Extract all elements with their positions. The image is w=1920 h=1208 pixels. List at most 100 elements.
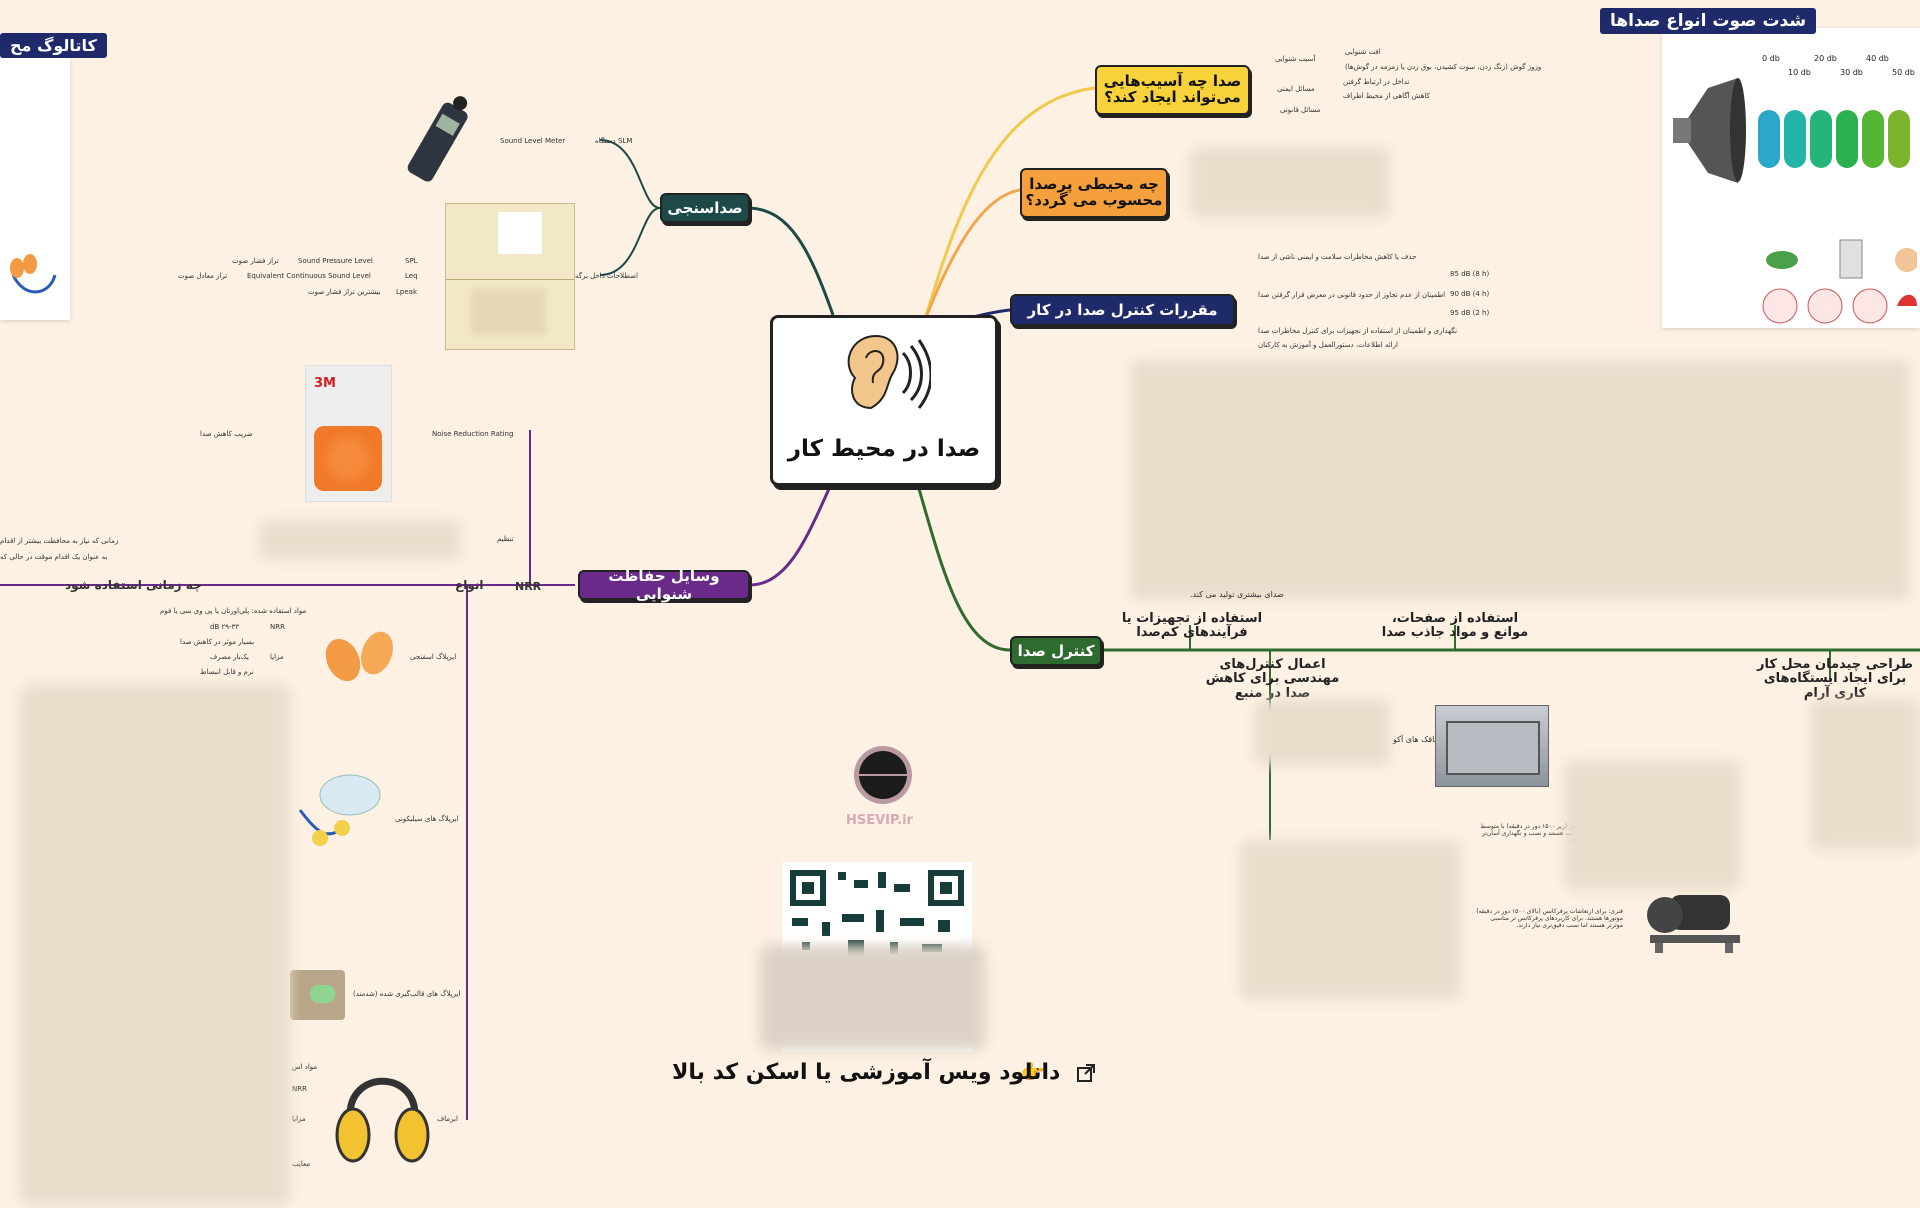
ppe-node[interactable]: وسایل حفاظت شنوایی xyxy=(578,567,750,603)
external-link-icon[interactable] xyxy=(1075,1062,1097,1084)
blurred-control-1 xyxy=(1255,700,1390,765)
download-text[interactable]: دانلود ویس آموزشی یا اسکن کد بالا xyxy=(672,1060,1061,1085)
regulations-node[interactable]: مقررات کنترل صدا در کار xyxy=(1010,294,1235,326)
earplug-package-image: 3M xyxy=(305,365,392,502)
intensity-icons xyxy=(1762,238,1919,283)
pointer-emoji: 👉 xyxy=(1020,1060,1045,1084)
control-node[interactable]: کنترل صدا xyxy=(1010,636,1102,666)
blurred-control-3 xyxy=(1565,760,1740,890)
ppe-nrr-label: NRR xyxy=(515,580,542,593)
ppe-adjust: تنظیم xyxy=(497,535,514,543)
earmuff-nrr: NRR xyxy=(292,1085,307,1093)
molded-label: ایرپلاگ های قالب‌گیری شده (شدمند) xyxy=(353,990,461,998)
meas-lpeak-fa: بیشترین تراز فشار صوت xyxy=(308,288,381,296)
control-quiet-equipment: استفاده از تجهیزات یا فرآیندهای کم‌صدا xyxy=(1121,611,1263,641)
control-layout: طراحی چیدمان محل کار برای ایجاد ایستگاه‌… xyxy=(1756,657,1914,701)
reg-item-1: حذف یا کاهش مخاطرات سلامت و ایمنی ناشی ا… xyxy=(1258,253,1417,261)
damage-node[interactable]: صدا چه آسیب‌هایی می‌تواند ایجاد کند؟ xyxy=(1095,65,1250,115)
earmuff-material: مواد اس xyxy=(292,1063,318,1071)
reg-db85: 85 dB (8 h) xyxy=(1450,270,1490,278)
foam-adv-1: بسیار موثر در کاهش صدا xyxy=(180,638,255,646)
blurred-ppe-1 xyxy=(260,520,460,560)
meas-slm-en: Sound Level Meter xyxy=(500,137,566,145)
foam-material: مواد استفاده شده: پلی‌اورتان یا پی وی سی… xyxy=(160,607,307,615)
intensity-bar xyxy=(1758,110,1780,168)
earmuff-image xyxy=(335,1065,430,1170)
intensity-bar xyxy=(1810,110,1832,168)
intensity-bar xyxy=(1888,110,1910,168)
damage-awareness: کاهش آگاهی از محیط اطراف xyxy=(1343,92,1430,100)
corded-earplug-image xyxy=(5,303,55,348)
foam-adv-2: یک‌بار مصرف xyxy=(210,653,249,661)
foam-nrr-val: ۲۹-۳۳ dB xyxy=(210,623,240,631)
ppe-types-label: انواع xyxy=(455,578,484,592)
intensity-bar xyxy=(1836,110,1858,168)
blurred-qr-bottom xyxy=(760,945,985,1050)
ear-icon xyxy=(831,328,933,418)
meas-spl-fa: تراز فشار صوت xyxy=(232,257,279,265)
measurement-node[interactable]: صداسنجی xyxy=(660,193,750,223)
catalog-earplug-icon xyxy=(5,250,60,300)
meas-lpeak: Lpeak xyxy=(396,288,417,296)
damage-comm: تداخل در ارتباط گرفتن xyxy=(1343,78,1410,86)
ppe-nrr-fa: ضریب کاهش صدا xyxy=(200,430,253,438)
intensity-tick-label: 50 db xyxy=(1892,68,1915,77)
damage-hearing: آسیب شنوایی xyxy=(1275,55,1316,63)
molded-earplug-image xyxy=(290,970,345,1020)
intensity-bar xyxy=(1862,110,1884,168)
ppe-when-label: چه زمانی استفاده شود xyxy=(65,578,202,592)
foam-adv-3: نرم و قابل انبساط xyxy=(200,668,254,676)
motor-image xyxy=(1640,885,1745,955)
sound-meter-image xyxy=(400,88,480,193)
earmuff-adv: مزایا xyxy=(292,1115,306,1123)
intensity-tick-label: 40 db xyxy=(1866,54,1889,63)
reg-db90: 90 dB (4 h) xyxy=(1450,290,1490,298)
damage-hearing-loss: افت شنوایی xyxy=(1345,48,1381,56)
earmuff-dis: معایب xyxy=(292,1160,311,1168)
hsevip-logo-icon xyxy=(848,745,918,805)
catalog-title: کاتالوگ مح xyxy=(0,33,107,58)
meas-leq-fa: تراز معادل صوت xyxy=(178,272,228,280)
sound-intensity-title: شدت صوت انواع صداها xyxy=(1600,8,1817,34)
silicone-earplug-image xyxy=(290,770,385,850)
meas-spl: SPL xyxy=(405,257,418,265)
intensity-tick-label: 20 db xyxy=(1814,54,1837,63)
meas-spl-en: Sound Pressure Level xyxy=(298,257,373,265)
ppe-nrr-en: Noise Reduction Rating xyxy=(432,430,514,438)
speaker-icon xyxy=(1668,68,1748,193)
intensity-bar xyxy=(1784,110,1806,168)
meas-leq: Leq xyxy=(405,272,418,280)
intensity-tick-label: 30 db xyxy=(1840,68,1863,77)
watermark-text: HSEVIP.ir xyxy=(846,813,913,828)
foam-label: ایرپلاگ اسفنجی xyxy=(410,653,457,661)
central-node[interactable]: صدا در محیط کار xyxy=(770,315,998,486)
control-more-noise: صدای بیشتری تولید می کند. xyxy=(1190,590,1284,599)
meas-terms: اصطلاحات داخل برگه xyxy=(575,272,638,280)
blurred-region-noisy xyxy=(1190,148,1390,218)
earmuff-label: ایرماف xyxy=(437,1115,458,1123)
blurred-control-4 xyxy=(1810,700,1920,850)
measurement-sheet-image xyxy=(445,203,575,350)
intensity-people xyxy=(1762,286,1917,326)
ppe-when-1: زمانی که نیاز به محافظت بیشتر از اقدام xyxy=(0,537,119,545)
control-engineering: اعمال کنترل‌های مهندسی برای کاهش صدا در … xyxy=(1205,657,1340,701)
silicone-label: ایرپلاگ های سیلیکونی xyxy=(395,815,459,823)
catalog-card xyxy=(0,58,70,320)
foam-adv: مزایا xyxy=(270,653,284,661)
reg-item-3: نگهداری و اطمینان از استفاده از تجهیزات … xyxy=(1258,327,1458,335)
control-high-speed: فنری: برای ارتعاشات پرفرکانس (بالای ۱۵۰۰… xyxy=(1476,908,1623,929)
booth-image xyxy=(1435,705,1549,787)
damage-legal: مسائل قانونی xyxy=(1280,106,1321,114)
brand-label: 3M xyxy=(314,376,336,391)
damage-safety: مسائل ایمنی xyxy=(1277,85,1315,93)
noisy-env-node[interactable]: چه محیطی پرصدا محسوب می‌ گردد؟ xyxy=(1020,168,1168,218)
reg-db95: 95 dB (2 h) xyxy=(1450,309,1490,317)
reg-item-2: اطمینان از عدم تجاوز از حدود قانونی در م… xyxy=(1258,291,1446,299)
meas-slm: SLM دستگاه xyxy=(595,137,633,145)
blurred-ppe-left xyxy=(20,685,290,1205)
ppe-when-2: به عنوان یک اقدام موقت در حالی که xyxy=(0,553,108,561)
central-title: صدا در محیط کار xyxy=(787,436,981,462)
